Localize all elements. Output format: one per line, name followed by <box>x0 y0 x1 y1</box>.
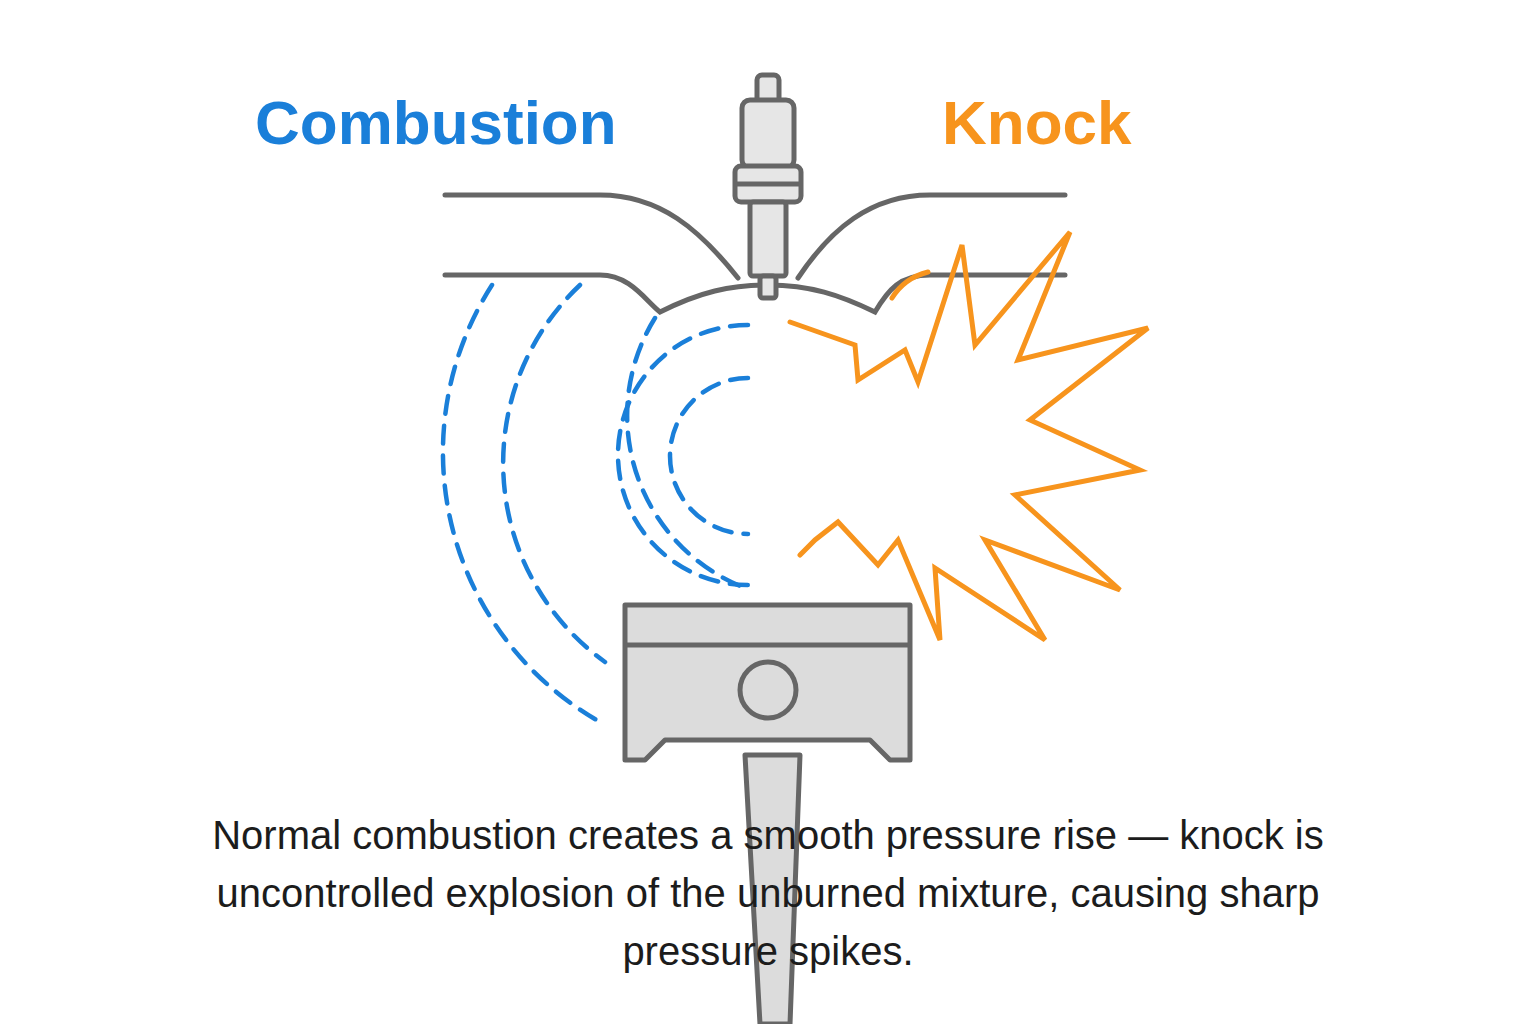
plug-electrode <box>760 276 776 298</box>
caption: Normal combustion creates a smooth press… <box>178 806 1358 980</box>
plug-hex-nut <box>735 166 801 202</box>
combustion-title: Combustion <box>255 92 617 154</box>
piston-ring-line <box>625 643 910 648</box>
knock-burst <box>790 232 1148 640</box>
knock-spike-outline <box>790 232 1148 640</box>
piston-pin <box>740 662 796 718</box>
head-outline <box>798 195 1065 278</box>
plug-hex-line <box>737 182 799 187</box>
knock-title: Knock <box>942 92 1131 154</box>
flame-front <box>443 285 600 722</box>
flame-front <box>627 318 745 588</box>
cylinder-head <box>445 195 1065 312</box>
flame-front <box>670 378 748 534</box>
flame-front <box>503 285 605 662</box>
spark-plug <box>735 75 801 298</box>
piston-body <box>625 605 910 760</box>
head-outline <box>445 195 738 278</box>
plug-thread-body <box>750 202 786 276</box>
knock-spark <box>892 272 928 298</box>
plug-insulator <box>742 100 794 168</box>
